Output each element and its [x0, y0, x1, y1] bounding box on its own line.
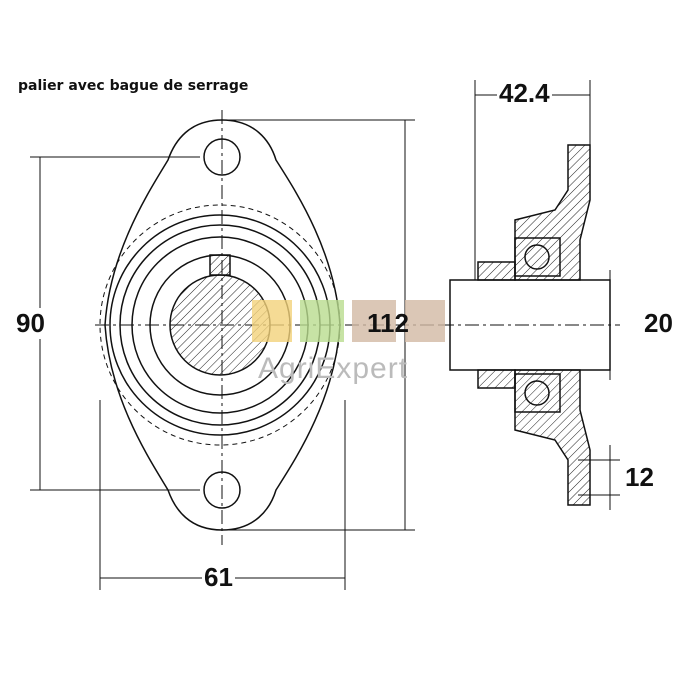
side-flange-bottom — [514, 369, 591, 506]
dimension-12: 12 — [623, 462, 656, 493]
drawing-title: palier avec bague de serrage — [18, 78, 249, 94]
dimension-61: 61 — [202, 562, 235, 593]
dimension-90: 90 — [14, 308, 47, 339]
dimension-42-4: 42.4 — [497, 78, 552, 109]
dimension-112: 112 — [367, 308, 409, 338]
watermark: AgriExpert — [258, 352, 409, 385]
side-flange-top — [514, 144, 591, 281]
dimension-20: 20 — [642, 308, 675, 339]
agriexpert-logo — [252, 300, 445, 342]
